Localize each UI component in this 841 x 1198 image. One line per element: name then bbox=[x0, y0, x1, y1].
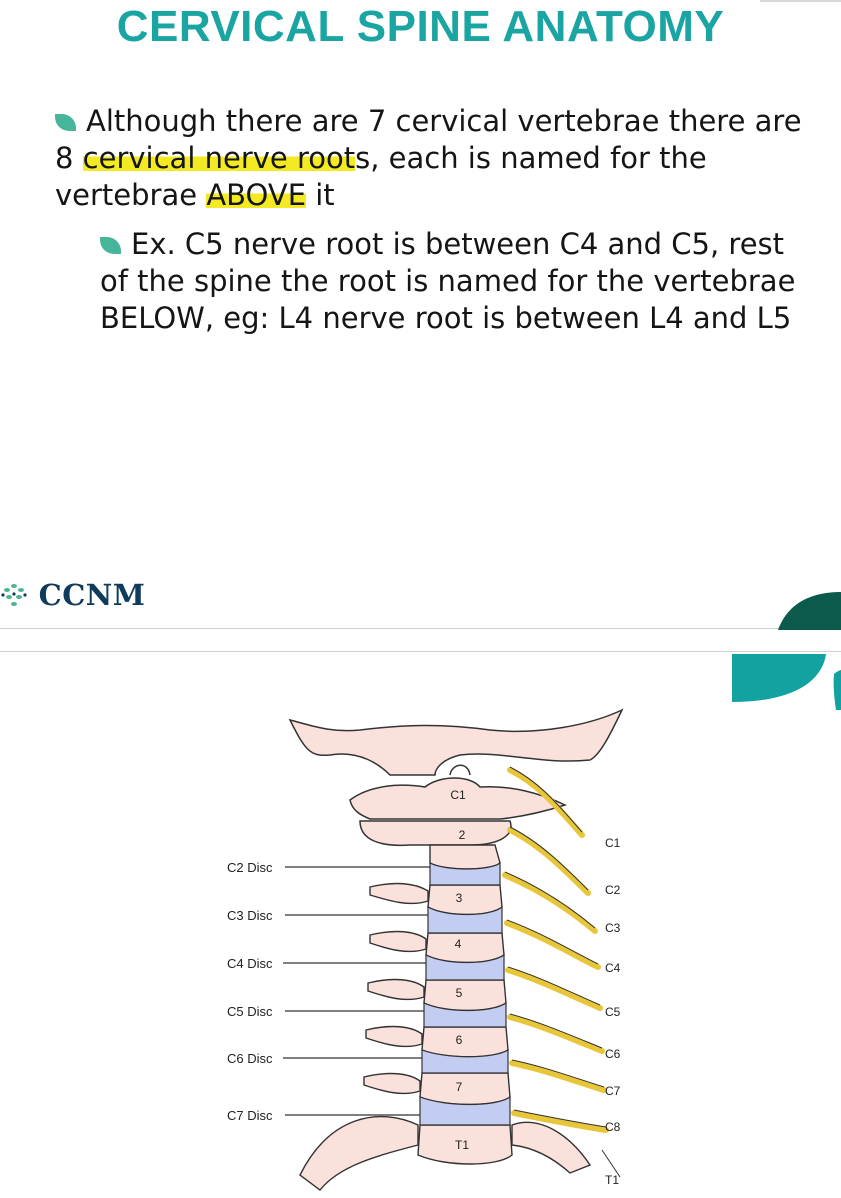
nerve-root-label: C2 bbox=[605, 883, 621, 897]
logo-text: CCNM bbox=[38, 578, 146, 612]
nerve-root-label: C3 bbox=[605, 921, 621, 935]
slide-divider-top bbox=[0, 628, 841, 629]
slide-title: CERVICAL SPINE ANATOMY bbox=[116, 2, 725, 51]
vertebra-label: 2 bbox=[459, 828, 466, 842]
disc-label: C5 Disc bbox=[227, 1004, 273, 1019]
decorative-dark-leaf bbox=[778, 592, 841, 630]
disc-label: C7 Disc bbox=[227, 1108, 273, 1123]
slide-divider-bottom bbox=[0, 651, 841, 652]
bullet-text: Ex. C5 nerve root is between C4 and C5, … bbox=[100, 227, 796, 335]
leaf-bullet-icon bbox=[55, 114, 76, 131]
bullet-text: Although there are 7 cervical vertebrae … bbox=[55, 104, 802, 175]
vertebra-label: 7 bbox=[456, 1080, 463, 1094]
bullet-text: s, each is named for the vertebrae bbox=[55, 141, 707, 212]
cervical-spine-diagram: C2 Disc C3 Disc C4 Disc C5 Disc C6 Disc … bbox=[227, 708, 624, 1191]
bullet-text: it bbox=[306, 178, 335, 212]
nerve-root-label: C6 bbox=[605, 1047, 621, 1061]
ccnm-logo: CCNM bbox=[0, 578, 145, 612]
corner-rule bbox=[760, 0, 841, 2]
decorative-teal-leaf bbox=[732, 654, 841, 710]
ccnm-leaf-icon bbox=[1, 584, 27, 606]
vertebra-label: 6 bbox=[456, 1033, 463, 1047]
bullet-point-1: Although there are 7 cervical vertebrae … bbox=[55, 103, 825, 214]
vertebra-label: T1 bbox=[455, 1138, 469, 1152]
nerve-root-label: T1 bbox=[605, 1173, 619, 1187]
disc-label: C2 Disc bbox=[227, 860, 273, 875]
highlighted-text: ABOVE bbox=[206, 178, 307, 212]
disc-label: C6 Disc bbox=[227, 1051, 273, 1066]
disc-label: C3 Disc bbox=[227, 908, 273, 923]
vertebra-label: 5 bbox=[456, 986, 463, 1000]
disc-label: C4 Disc bbox=[227, 956, 273, 971]
bullet-point-2: Ex. C5 nerve root is between C4 and C5, … bbox=[100, 226, 820, 337]
nerve-root-label: C5 bbox=[605, 1005, 621, 1019]
vertebra-label: C1 bbox=[450, 788, 466, 802]
nerve-root-label: C8 bbox=[605, 1120, 621, 1134]
nerve-root-label: C1 bbox=[605, 836, 621, 850]
vertebra-label: 4 bbox=[455, 937, 462, 951]
leaf-bullet-icon bbox=[100, 237, 121, 254]
vertebra-label: 3 bbox=[456, 891, 463, 905]
highlighted-text: cervical nerve root bbox=[82, 141, 356, 175]
nerve-root-label: C7 bbox=[605, 1084, 621, 1098]
nerve-root-label: C4 bbox=[605, 961, 621, 975]
